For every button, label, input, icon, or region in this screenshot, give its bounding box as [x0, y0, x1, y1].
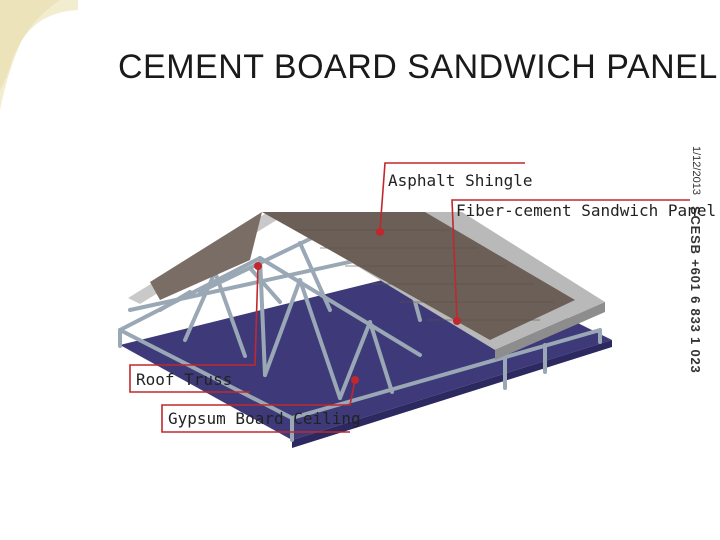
- callout-lines: [129, 162, 690, 433]
- label-gypsum-ceiling: Gypsum Board Ceiling: [168, 409, 361, 428]
- asphalt-shingle-left: [150, 212, 262, 300]
- gypsum-ceiling-edge: [292, 340, 612, 448]
- right-margin-bar: [682, 0, 720, 540]
- fiber-cement-panel-edge: [495, 302, 605, 360]
- asphalt-shingle-right: [262, 212, 575, 340]
- callout-markers: [254, 228, 461, 384]
- label-fiber-cement-panel: Fiber-cement Sandwich Panel: [456, 201, 716, 220]
- slide-title: CEMENT BOARD SANDWICH PANEL: [118, 48, 718, 86]
- corner-decoration: [0, 0, 78, 110]
- label-asphalt-shingle: Asphalt Shingle: [388, 171, 533, 190]
- company-contact: SCESB +601 6 833 1 023: [688, 206, 703, 374]
- slide-date: 1/12/2013: [690, 146, 702, 195]
- roof-truss-frame: [118, 220, 602, 442]
- shingle-texture: [295, 229, 554, 321]
- label-roof-truss: Roof Truss: [136, 370, 232, 389]
